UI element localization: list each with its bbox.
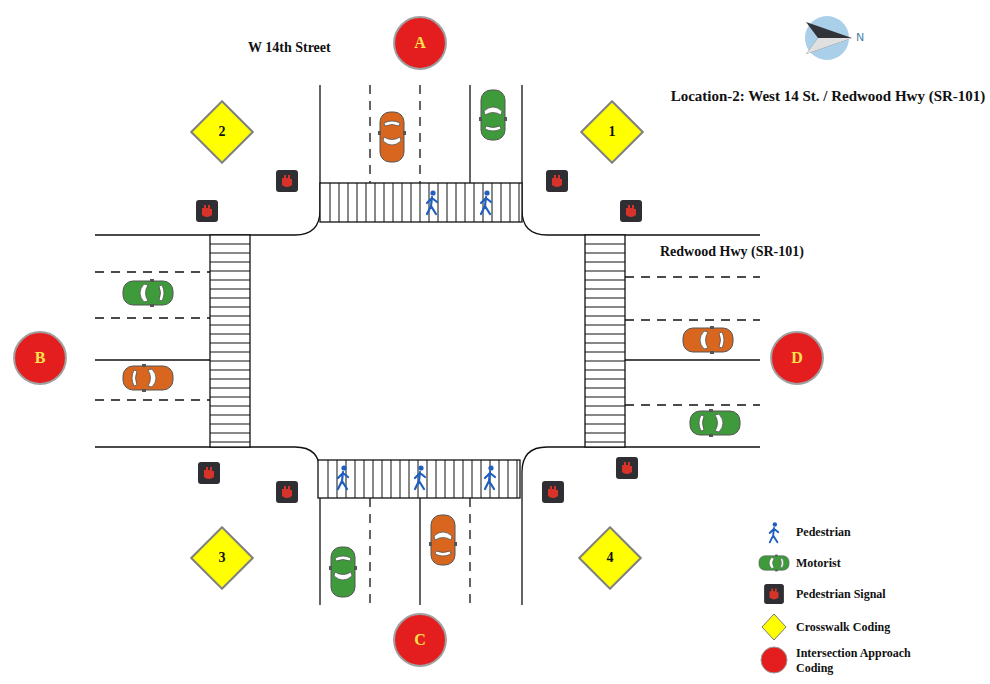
approach-letter: D <box>791 349 803 367</box>
crosswalk-number: 1 <box>609 124 616 140</box>
legend-text: Crosswalk Coding <box>796 620 946 635</box>
crosswalk-diamond: 1 <box>580 100 644 164</box>
street-name: W 14th Street <box>248 40 331 56</box>
crosswalk-number: 3 <box>219 550 226 566</box>
crosswalk-diamond: 2 <box>190 100 254 164</box>
approach-circle: B <box>13 331 67 385</box>
approach-letter: C <box>414 631 426 649</box>
legend-text: Intersection Approach Coding <box>796 646 946 676</box>
crosswalk-diamond: 3 <box>190 526 254 590</box>
approach-circle: D <box>770 331 824 385</box>
diagram-title: Location-2: West 14 St. / Redwood Hwy (S… <box>668 84 988 108</box>
street-name: Redwood Hwy (SR-101) <box>660 244 804 260</box>
approach-circle: C <box>393 613 447 667</box>
legend-text: Motorist <box>796 556 946 571</box>
compass-letter: N <box>856 31 864 44</box>
crosswalk-number: 4 <box>607 550 614 566</box>
approach-letter: A <box>414 34 426 52</box>
crosswalk-number: 2 <box>219 124 226 140</box>
crosswalk-diamond: 4 <box>578 526 642 590</box>
approach-circle: A <box>393 16 447 70</box>
approach-letter: B <box>35 349 46 367</box>
legend-text: Pedestrian <box>796 525 946 540</box>
legend-text: Pedestrian Signal <box>796 587 946 602</box>
